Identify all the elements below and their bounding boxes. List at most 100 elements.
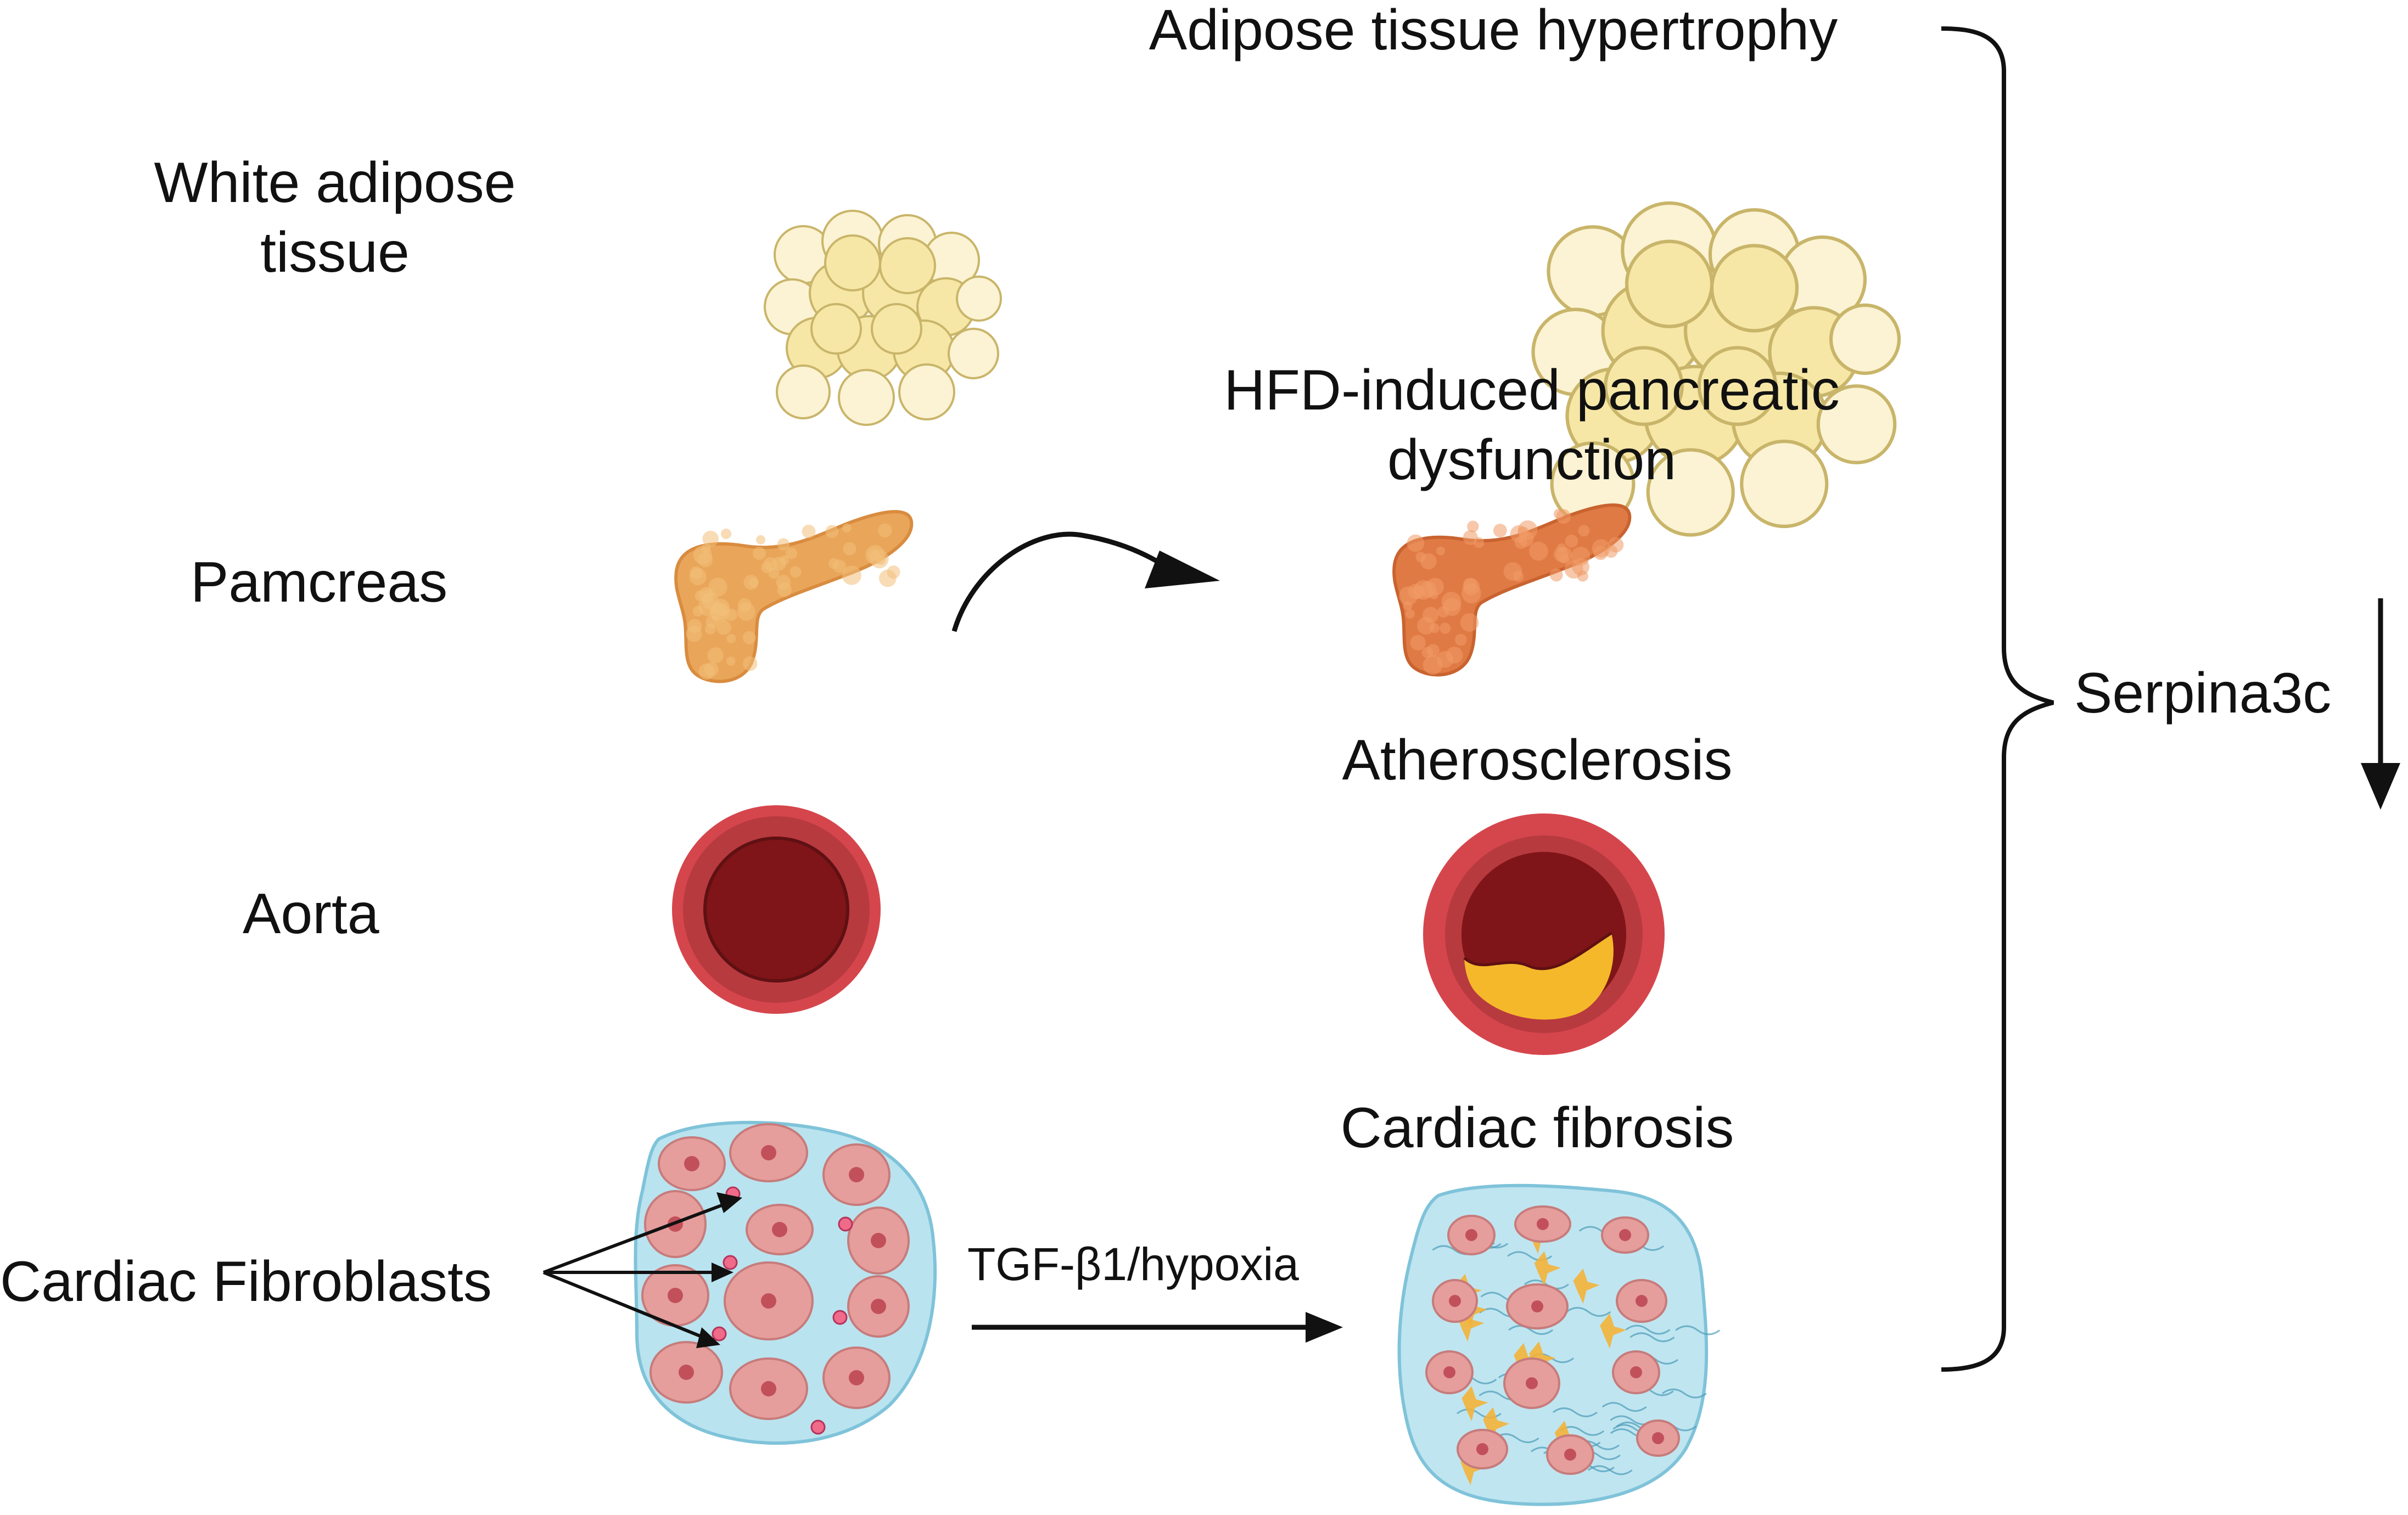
pancreas-lobule [1421,647,1433,658]
pancreas-lobule [743,656,758,671]
cardiac-fibroblasts-label: Cardiac Fibroblasts [0,1250,492,1314]
white-adipose-label-line-1: White adipose [154,151,516,215]
myofibroblast [1600,1313,1627,1349]
pancreas-lobule [1503,562,1522,581]
collagen-fiber [1629,1332,1675,1343]
pancreas-lobule [789,566,802,577]
pancreas-lobule [1460,613,1479,632]
pancreas-lobule [777,538,790,551]
pancreas-lobule [776,575,791,590]
fibrotic-cardiac-tissue-illustration [1397,1183,1721,1506]
pancreas-lobule [725,608,738,621]
pancreas-lobule [689,568,707,586]
white-adipose-label-line-2: tissue [260,220,410,284]
fibroblast-cell [838,1216,853,1232]
collagen-fiber [1625,1325,1671,1335]
fat-cell [898,363,955,420]
cell-nucleus [1531,1300,1543,1312]
hypertrophic-adipose-illustration [1531,201,1901,537]
pancreas-lobule [1514,536,1527,549]
pancreas-lobule [738,598,752,612]
cell-nucleus [668,1288,683,1303]
pancreas-lobule [704,662,719,677]
pancreas-lobule [1407,534,1425,552]
pancreas-lobule [1446,647,1463,664]
atherosclerosis-label: Atherosclerosis [1342,728,1733,792]
adipose-hypertrophy-label: Adipose tissue hypertrophy [1149,0,1838,62]
collagen-fiber [1601,1402,1647,1412]
fibroblast-pointer-arrows [542,1192,742,1348]
cell-nucleus [1449,1295,1461,1307]
pancreatic-dysfunction-label: HFD-induced pancreatic dysfunction [1142,356,1922,495]
aorta-label: Aorta [243,882,379,946]
collagen-fiber [1508,1325,1554,1335]
pancreas-lobule [701,543,711,553]
cell-nucleus [1619,1229,1631,1241]
fat-cell [1646,448,1735,537]
cardiac-tissue-illustration [634,1120,937,1445]
cell-nucleus [1476,1443,1488,1455]
pancreas-lobule [1440,622,1451,634]
pancreas-lobule [1410,635,1426,650]
cell-nucleus [679,1365,694,1380]
fat-cell [1740,439,1829,529]
pancreas-lobule [1467,520,1479,532]
pancreas-lobule [763,557,777,571]
cell-nucleus [1630,1366,1642,1378]
pancreas-lobule [1578,525,1590,537]
fat-cell [948,328,999,379]
pancreas-lobule [695,590,706,602]
fibroblast-pointer-arrow [542,1271,709,1341]
cell-nucleus [1564,1449,1576,1461]
fibroblast-pointer-arrow [542,1200,731,1274]
cell-nucleus [1636,1295,1648,1307]
serpina3c-label: Serpina3c [2074,661,2332,725]
collagen-fiber [1552,1407,1598,1417]
pancreas-lobule [687,619,702,633]
pancreas-lobule [1493,524,1507,537]
pancreas-lobule [887,565,900,579]
collagen-fiber [1494,1433,1539,1444]
pancreas-lobule [1463,530,1478,545]
fat-cell [956,276,1002,322]
cell-nucleus [761,1145,776,1160]
pancreas-lobule [748,577,759,588]
pancreas-lobule [742,631,756,644]
aorta-illustration [672,805,881,1014]
cell-nucleus [1537,1218,1549,1230]
pancreas-lobule [702,530,719,547]
pancreas-lobule [842,565,861,585]
pancreas-lobule [1423,655,1443,675]
pancreas-lobule [726,633,736,643]
cell-nucleus [1443,1366,1455,1378]
fibroblast-cell [810,1419,826,1435]
fat-cell [1816,384,1897,464]
pancreas-lobule [842,523,852,533]
pancreas-lobule [726,656,736,666]
pancreas-lobule [876,554,886,565]
fat-cell [838,369,895,426]
pancreas-lobule [1417,616,1435,635]
fat-cell [1829,303,1901,375]
pancreas-lobule [720,528,732,540]
curved-arrow [951,531,1220,632]
fibroblast-cell [723,1255,738,1270]
pancreas-lobule [697,552,713,568]
pancreas-lobule [703,589,713,599]
down-arrow [2361,598,2400,810]
pancreas-lobule [753,547,766,560]
cell-nucleus [849,1370,864,1385]
pancreas-lobule [825,525,839,538]
fat-cell [871,303,922,355]
pancreas-lobule [1454,633,1467,646]
pancreas-lobule [1605,545,1618,558]
fat-cell [1604,346,1684,427]
pancreas-lobule [756,535,766,545]
pancreas-lobule [692,606,703,617]
cell-nucleus [849,1167,864,1182]
pancreas-lobule [716,620,731,635]
grouping-brace [1941,26,2054,1372]
fat-cell [824,234,881,291]
myofibroblast [1534,1251,1561,1287]
